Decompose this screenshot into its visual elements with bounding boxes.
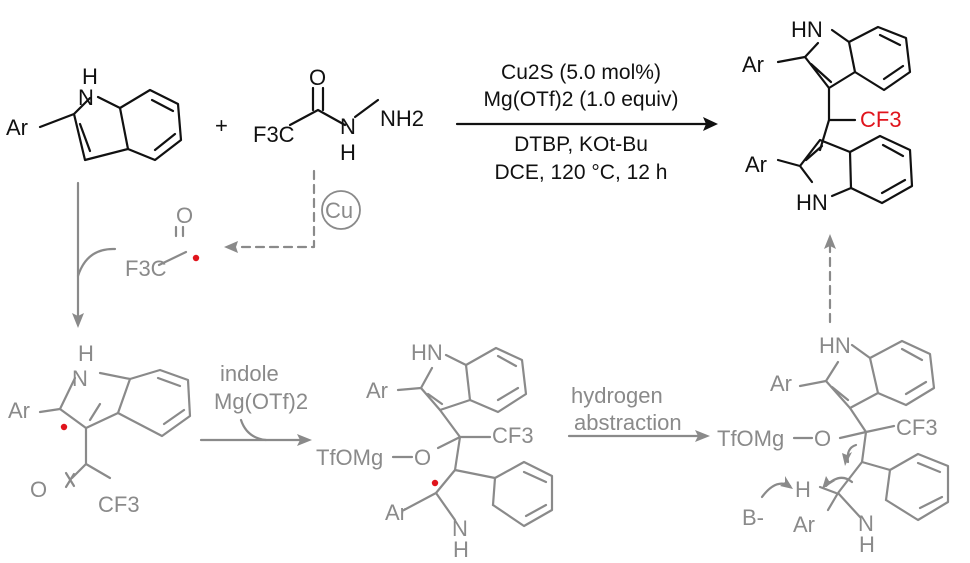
adduct-ar-label: Ar [8,398,30,423]
adduct-o-label: O [30,477,47,502]
cu-cycle-circle [321,190,361,230]
final-elimination-arrow [824,234,836,324]
intermediate-hydrogen-abstraction: HN Ar CF3 TfOMg O H Ar N H B- [717,333,950,557]
ar-label: Ar [6,115,28,140]
f3c-label: F3C [253,122,295,147]
cu-label: Cu [325,198,353,223]
carbonyl-o-label: O [309,65,326,90]
step-label-hydrogen: hydrogen [571,383,663,408]
product-top-ar-label: Ar [742,52,764,77]
abstraction-cf3-label: CF3 [896,415,938,440]
plus-sign: + [215,113,228,138]
condition-solvent-temp-time: DCE, 120 °C, 12 h [495,161,668,184]
hydrazide-h-label: H [340,140,356,165]
abstraction-h-label: H [795,477,811,502]
adduct-h-label: H [78,341,94,366]
adduct-cf3-label: CF3 [98,492,140,517]
abstraction-nh-h-label: H [859,532,875,557]
addition-arrow [72,181,117,328]
alkoxide-top-ar-label: Ar [366,378,388,403]
main-reaction-arrow [455,117,718,131]
intermediate-radical-adduct: H N Ar O CF3 [8,341,192,517]
trifluoroacetyl-radical: F3C O [125,203,200,281]
radical-f3c-label: F3C [125,256,167,281]
alkoxide-tfomg-label: TfOMg [316,445,383,470]
reagent-mg-otf-label: Mg(OTf)2 [214,389,308,414]
radical-dot [192,254,200,262]
abstraction-top-ar-label: Ar [770,371,792,396]
reactant-2-aryl-indole: Ar H N [6,64,183,162]
intermediate-mg-alkoxide: HN Ar CF3 TfOMg O Ar N H [316,340,554,562]
product-cf3-label: CF3 [860,107,902,132]
condition-lewis-acid: Mg(OTf)2 (1.0 equiv) [484,88,679,111]
product-bisindolylmethane: HN Ar CF3 Ar HN [742,17,914,215]
alkoxide-n-label: N [452,516,468,541]
step-arrow-hydrogen-abstraction [567,430,710,442]
alkoxide-top-hn-label: HN [411,340,443,365]
alkoxide-cf3-label: CF3 [492,423,534,448]
radical-o-label: O [176,203,193,228]
nh2-label: NH2 [380,106,424,131]
nh-label-h: H [82,64,98,89]
product-bottom-ar-label: Ar [745,152,767,177]
abstraction-base-label: B- [742,505,764,530]
nh-label-n: N [78,85,94,110]
abstraction-top-hn-label: HN [819,333,851,358]
alkoxide-bottom-ar-label: Ar [385,500,407,525]
abstraction-n-label: N [858,511,874,536]
alkoxide-o-label: O [414,445,431,470]
reagent-indole-label: indole [220,361,279,386]
abstraction-tfomg-label: TfOMg [717,426,784,451]
abstraction-o-label: O [814,426,831,451]
adduct-n-label: N [72,366,88,391]
condition-catalyst: Cu2S (5.0 mol%) [501,61,661,84]
adduct-radical-dot [60,423,68,431]
product-bottom-nh-label: HN [796,190,828,215]
step-arrow-indole-addition [199,418,312,446]
alkoxide-h-label: H [453,537,469,562]
step-label-abstraction: abstraction [574,410,682,435]
abstraction-ar-label: Ar [793,512,815,537]
reactant-trifluoroacetohydrazide: F3C O N H NH2 [253,65,424,165]
hydrazide-n-label: N [340,114,356,139]
copper-radical-generation: Cu [224,169,361,253]
alkoxide-radical-dot [431,479,439,487]
condition-oxidant-base: DTBP, KOt-Bu [514,133,648,156]
product-top-nh-label: HN [791,17,823,42]
